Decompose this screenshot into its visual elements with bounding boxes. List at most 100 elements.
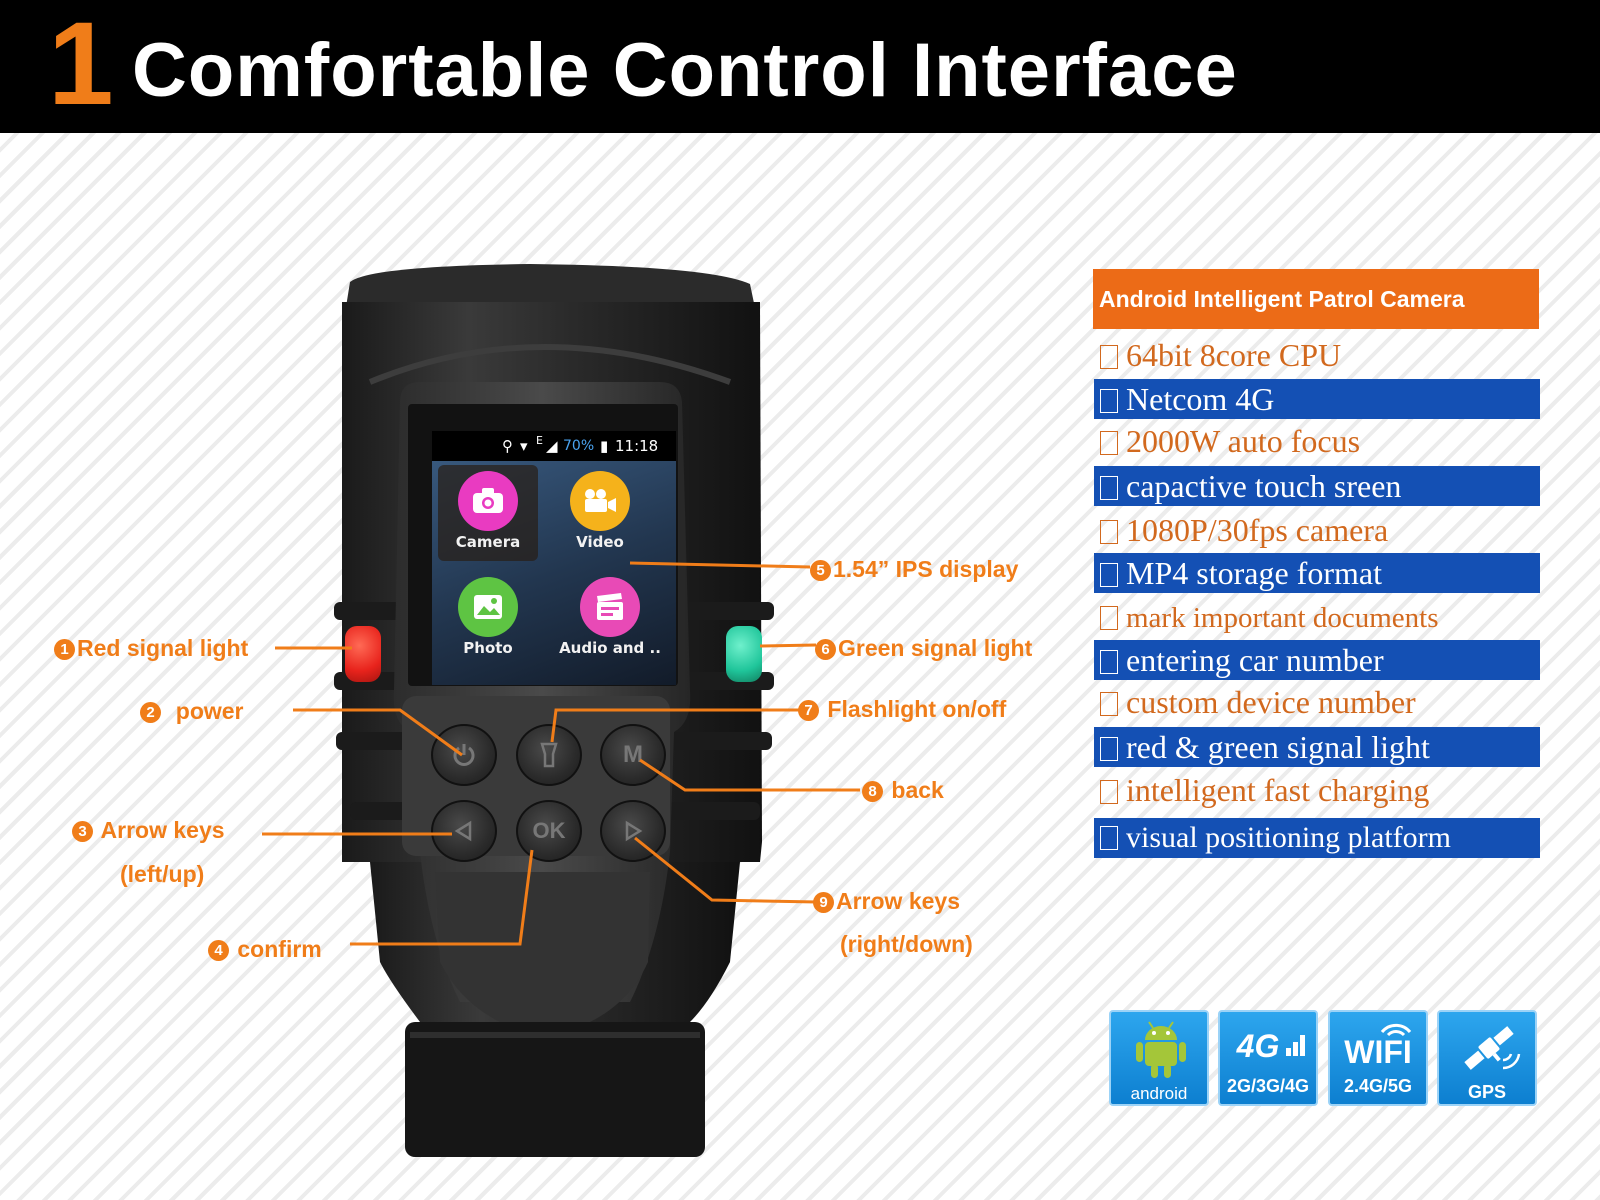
app-label: Camera bbox=[455, 533, 521, 551]
spec-item: 1080P/30fps camera bbox=[1094, 510, 1540, 550]
callout-number: 3 bbox=[72, 821, 93, 842]
badge-gps: GPS bbox=[1437, 1010, 1537, 1106]
wifi-icon: ▾ bbox=[520, 437, 528, 455]
badge-wifi: WIFI 2.4G/5G bbox=[1328, 1010, 1428, 1106]
wifi-icon bbox=[1380, 1023, 1412, 1037]
callout-label: Red signal light bbox=[77, 635, 249, 661]
badge-4g: 4G 2G/3G/4G bbox=[1218, 1010, 1318, 1106]
badge-label: 2G/3G/4G bbox=[1226, 1076, 1310, 1096]
spec-item-label: custom device number bbox=[1126, 684, 1416, 720]
battery-icon: ▮ bbox=[600, 437, 609, 455]
callout-number: 5 bbox=[810, 560, 831, 581]
callout-arrow-keys-right-sub: (right/down) bbox=[840, 931, 973, 957]
ok-icon: OK bbox=[532, 818, 566, 843]
callout-number: 6 bbox=[815, 639, 836, 660]
spec-item: intelligent fast charging bbox=[1094, 770, 1540, 810]
callout-arrow-keys-left: 3 Arrow keys bbox=[72, 816, 225, 844]
spec-item-label: MP4 storage format bbox=[1126, 555, 1382, 591]
clock: 11:18 bbox=[615, 437, 659, 455]
spec-item-label: Netcom 4G bbox=[1126, 381, 1275, 417]
power-button[interactable] bbox=[431, 724, 497, 786]
spec-item: 64bit 8core CPU bbox=[1094, 335, 1540, 375]
arrow-right-button[interactable] bbox=[600, 800, 666, 862]
callout-number: 7 bbox=[798, 700, 819, 721]
badge-label: 2.4G/5G bbox=[1343, 1076, 1413, 1096]
power-icon bbox=[453, 744, 475, 766]
spec-item: mark important documents bbox=[1094, 598, 1540, 638]
callout-label: Arrow keys bbox=[836, 888, 961, 914]
callout-label: back bbox=[891, 777, 944, 803]
app-video[interactable]: Video bbox=[550, 465, 650, 561]
triangle-right-icon bbox=[625, 820, 643, 842]
callout-label: Arrow keys bbox=[100, 817, 225, 843]
location-pin-icon: ⚲ bbox=[502, 437, 513, 455]
callout-number: 1 bbox=[54, 639, 75, 660]
clapperboard-icon bbox=[580, 577, 640, 637]
spec-item: Netcom 4G bbox=[1094, 379, 1540, 419]
spec-item: capactive touch sreen bbox=[1094, 466, 1540, 506]
triangle-left-icon bbox=[454, 820, 472, 842]
flashlight-button[interactable] bbox=[516, 724, 582, 786]
spec-item-label: visual positioning platform bbox=[1126, 821, 1451, 854]
spec-item: MP4 storage format bbox=[1094, 553, 1540, 593]
ok-button[interactable]: OK bbox=[516, 800, 582, 862]
green-signal-light bbox=[726, 626, 762, 682]
app-photo[interactable]: Photo bbox=[438, 571, 538, 667]
callout-label: Flashlight on/off bbox=[827, 696, 1007, 722]
network-e-icon: E bbox=[536, 434, 543, 447]
status-bar: ⚲ ▾ E ◢ 70% ▮ 11:18 bbox=[432, 431, 676, 461]
flashlight-icon bbox=[540, 742, 558, 768]
spec-item: red & green signal light bbox=[1094, 727, 1540, 767]
app-label: Audio and .. bbox=[559, 639, 661, 657]
badge-android: android bbox=[1109, 1010, 1209, 1106]
callout-number: 2 bbox=[140, 702, 161, 723]
header-bar: 1 Comfortable Control Interface bbox=[0, 0, 1600, 133]
spec-item-label: entering car number bbox=[1126, 642, 1384, 678]
spec-item: entering car number bbox=[1094, 640, 1540, 680]
callout-label: power bbox=[175, 698, 244, 724]
callout-power: 2 power bbox=[140, 697, 244, 725]
section-number: 1 bbox=[48, 0, 114, 130]
badge-main: 4G bbox=[1236, 1028, 1280, 1064]
arrow-left-button[interactable] bbox=[431, 800, 497, 862]
app-label: Video bbox=[576, 533, 624, 551]
app-camera[interactable]: Camera bbox=[438, 465, 538, 561]
callout-label: Green signal light bbox=[838, 635, 1033, 661]
m-icon: M bbox=[623, 741, 643, 768]
spec-item-label: intelligent fast charging bbox=[1126, 772, 1430, 808]
video-camera-icon bbox=[570, 471, 630, 531]
callout-label: 1.54” IPS display bbox=[833, 556, 1019, 582]
page-title: Comfortable Control Interface bbox=[132, 28, 1238, 113]
spec-item: 2000W auto focus bbox=[1094, 421, 1540, 461]
spec-item: visual positioning platform bbox=[1094, 818, 1540, 858]
back-button[interactable]: M bbox=[600, 724, 666, 786]
camera-icon bbox=[458, 471, 518, 531]
spec-item-label: 64bit 8core CPU bbox=[1126, 337, 1342, 373]
callout-number: 8 bbox=[862, 781, 883, 802]
callout-back: 8 back bbox=[862, 776, 944, 804]
red-signal-light bbox=[345, 626, 381, 682]
app-audio[interactable]: Audio and .. bbox=[550, 571, 670, 667]
satellite-icon bbox=[1464, 1026, 1521, 1070]
badge-label: GPS bbox=[1467, 1082, 1506, 1102]
callout-number: 9 bbox=[813, 892, 834, 913]
callout-confirm: 4 confirm bbox=[208, 935, 322, 963]
app-label: Photo bbox=[463, 639, 513, 657]
callout-flashlight: 7 Flashlight on/off bbox=[798, 695, 1006, 723]
spec-panel-title: Android Intelligent Patrol Camera bbox=[1093, 269, 1539, 329]
badge-label: android bbox=[1130, 1084, 1188, 1103]
device-screen: ⚲ ▾ E ◢ 70% ▮ 11:18 Camera Video Photo A… bbox=[432, 431, 676, 685]
photo-icon bbox=[458, 577, 518, 637]
spec-item-label: red & green signal light bbox=[1126, 729, 1430, 765]
signal-icon: ◢ bbox=[546, 437, 558, 455]
battery-percent: 70% bbox=[563, 438, 595, 454]
spec-item-label: 2000W auto focus bbox=[1126, 423, 1361, 459]
spec-item: custom device number bbox=[1094, 682, 1540, 722]
callout-arrow-keys-left-sub: (left/up) bbox=[120, 861, 205, 887]
signal-bars-icon bbox=[1286, 1035, 1305, 1056]
badge-main: WIFI bbox=[1344, 1034, 1412, 1070]
